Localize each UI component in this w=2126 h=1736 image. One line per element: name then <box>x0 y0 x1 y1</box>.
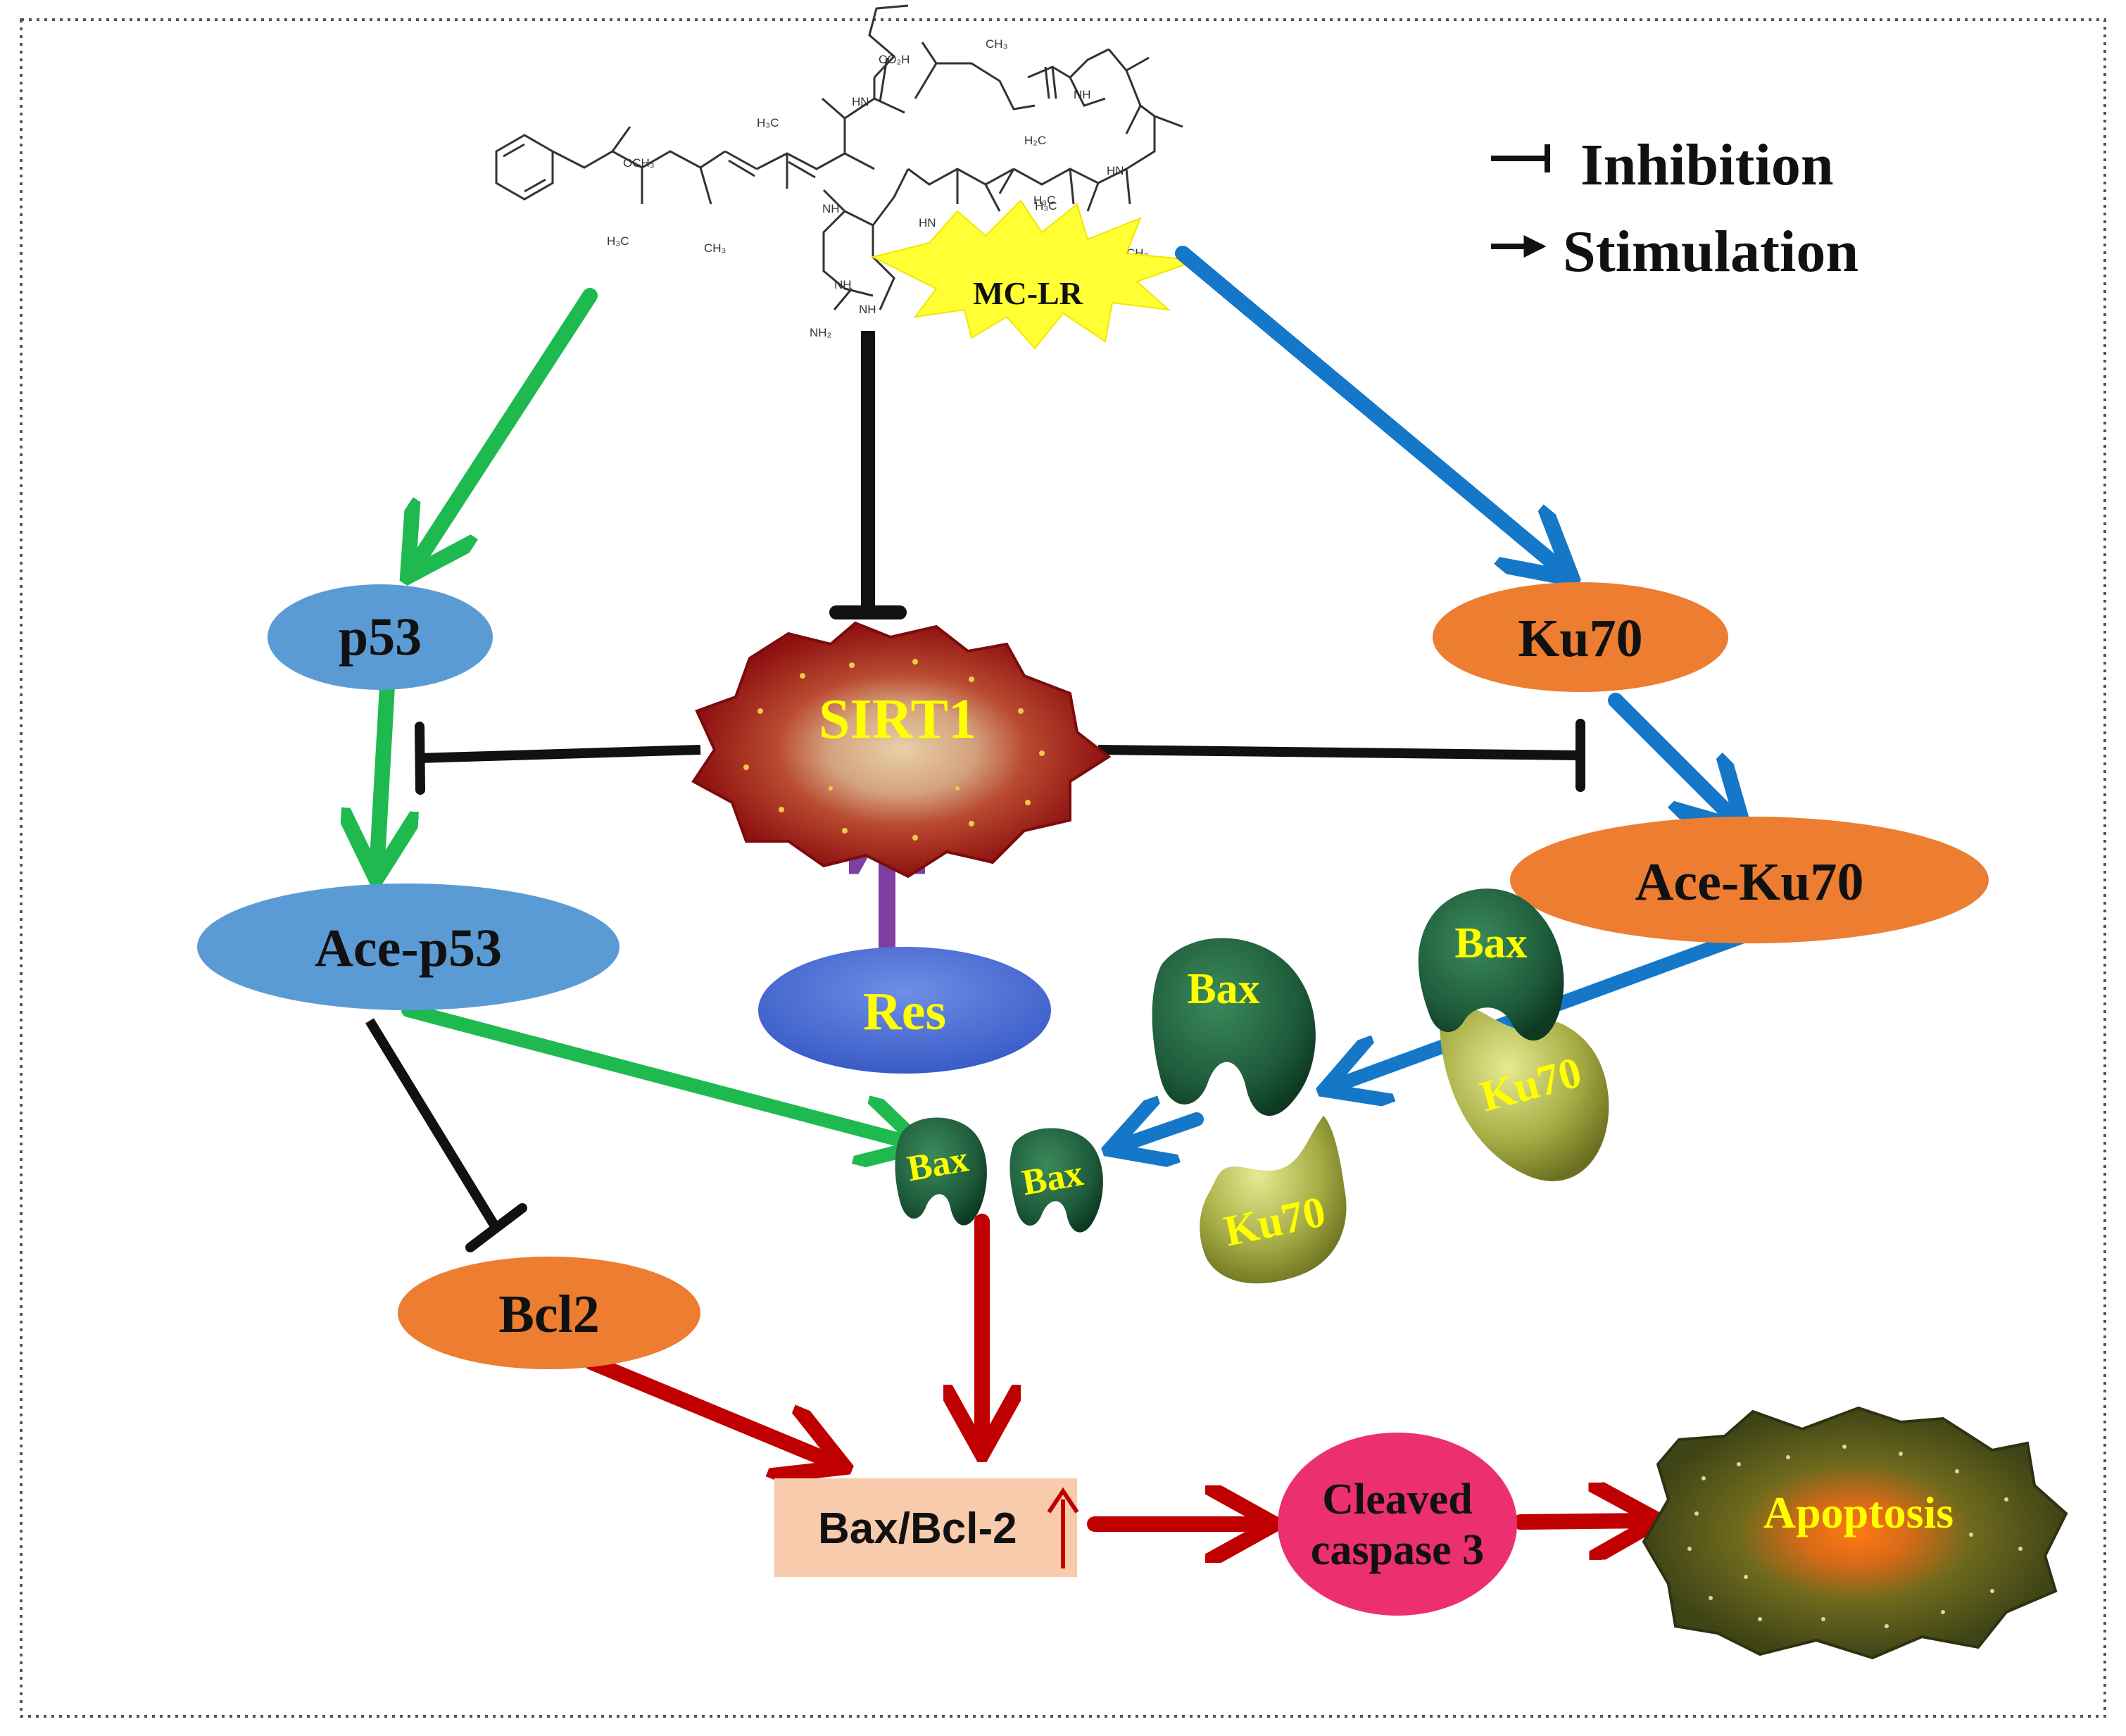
legend-stimulation-label: Stimulation <box>1563 219 1858 284</box>
bax-label-complex: Bax <box>1454 919 1527 967</box>
node-res-label: Res <box>863 982 946 1041</box>
atom-ch3-n: CH₃ <box>986 37 1007 51</box>
atom-h2c: H₂C <box>1024 134 1046 147</box>
node-apoptosis: Apoptosis <box>1642 1406 2068 1660</box>
pathway-edges <box>365 246 1760 1524</box>
node-bax-bcl2-ratio: Bax/Bcl-2 <box>774 1478 1079 1577</box>
atom-och3: OCH₃ <box>623 156 655 170</box>
atom-h3c-d: H₃C <box>1035 199 1057 213</box>
atom-ch3-chain: CH₃ <box>704 241 726 255</box>
node-ace-ku70-label: Ace-Ku70 <box>1635 853 1863 912</box>
arrow-mclr-to-p53 <box>412 288 598 570</box>
inhibit-ace-p53-bcl2-bar <box>465 1203 527 1252</box>
node-ku70-label: Ku70 <box>1518 609 1642 668</box>
ratio-up-arrowhead-icon <box>1047 1487 1079 1514</box>
bax-label-upper: Bax <box>1187 965 1259 1013</box>
mc-lr-structure <box>495 4 1183 310</box>
atom-h3c-a: H₃C <box>757 116 779 130</box>
sirt1-speckles <box>743 659 1045 841</box>
node-cleaved-caspase-3: Cleaved caspase 3 <box>1278 1433 1517 1616</box>
inhibit-ace-p53-bcl2 <box>365 1018 501 1231</box>
atom-h3c-c: H₃C <box>1033 194 1055 207</box>
bax-dimer: Bax Bax <box>895 1117 1103 1233</box>
legend-inhibition-label: Inhibition <box>1580 132 1834 198</box>
atom-nh-top: NH <box>1074 88 1091 101</box>
node-caspase-line2: caspase 3 <box>1311 1526 1484 1574</box>
node-apoptosis-label: Apoptosis <box>1763 1487 1954 1537</box>
atom-hn-mid: HN <box>919 216 936 229</box>
atom-nh-guan2: NH <box>859 303 876 316</box>
atom-nh2: NH₂ <box>810 326 831 339</box>
node-ace-p53: Ace-p53 <box>197 883 619 1010</box>
arrow-bcl2-to-ratio <box>584 1354 838 1464</box>
inhibit-sirt1-p53 <box>418 745 701 763</box>
node-p53: p53 <box>268 584 493 690</box>
arrow-complex-to-bax <box>1116 1119 1204 1147</box>
apoptosis-speckles <box>1687 1445 2023 1628</box>
atom-h3c-b: H₃C <box>607 234 629 248</box>
node-ku70: Ku70 <box>1433 582 1728 692</box>
node-sirt1-label: SIRT1 <box>819 688 976 750</box>
atom-hn-top: HN <box>852 95 869 108</box>
node-bax-bcl2-label: Bax/Bcl-2 <box>818 1504 1017 1553</box>
arrow-ku70-to-ace-ku70 <box>1608 693 1739 824</box>
node-bcl2-label: Bcl2 <box>498 1285 600 1344</box>
arrow-caspase-to-apoptosis <box>1513 1521 1651 1522</box>
atom-nh-guan1: NH <box>834 278 852 291</box>
legend: Inhibition Stimulation <box>1491 132 1858 284</box>
bax-protein-upper: Bax <box>1152 938 1316 1117</box>
node-p53-label: p53 <box>339 608 422 667</box>
atom-nh-mid: NH <box>822 202 840 215</box>
bax-ku70-complex: Ku70 Bax <box>1418 888 1609 1181</box>
protein-shapes: Bax Ku70 Bax Ku70 Bax Bax <box>895 888 1609 1284</box>
arrow-ace-p53-to-bax <box>401 1003 915 1144</box>
arrow-mclr-to-ku70 <box>1175 246 1566 574</box>
arrow-p53-to-ace-p53 <box>377 679 387 872</box>
node-res: Res <box>758 947 1051 1074</box>
atom-hn-ring: HN <box>1107 164 1124 177</box>
inhibit-sirt1-ku70 <box>1097 745 1581 760</box>
atom-co2h: CO₂H <box>879 53 910 66</box>
ku70-protein-free: Ku70 <box>1200 1116 1347 1284</box>
node-bcl2: Bcl2 <box>398 1257 700 1369</box>
mc-lr-label: MC-LR <box>973 275 1083 311</box>
node-ace-ku70: Ace-Ku70 <box>1510 817 1989 943</box>
mc-lr-burst: MC-LR <box>871 199 1197 350</box>
node-caspase-line1: Cleaved <box>1322 1476 1473 1523</box>
node-ace-p53-label: Ace-p53 <box>315 919 502 978</box>
node-sirt1: SIRT1 <box>691 621 1112 879</box>
